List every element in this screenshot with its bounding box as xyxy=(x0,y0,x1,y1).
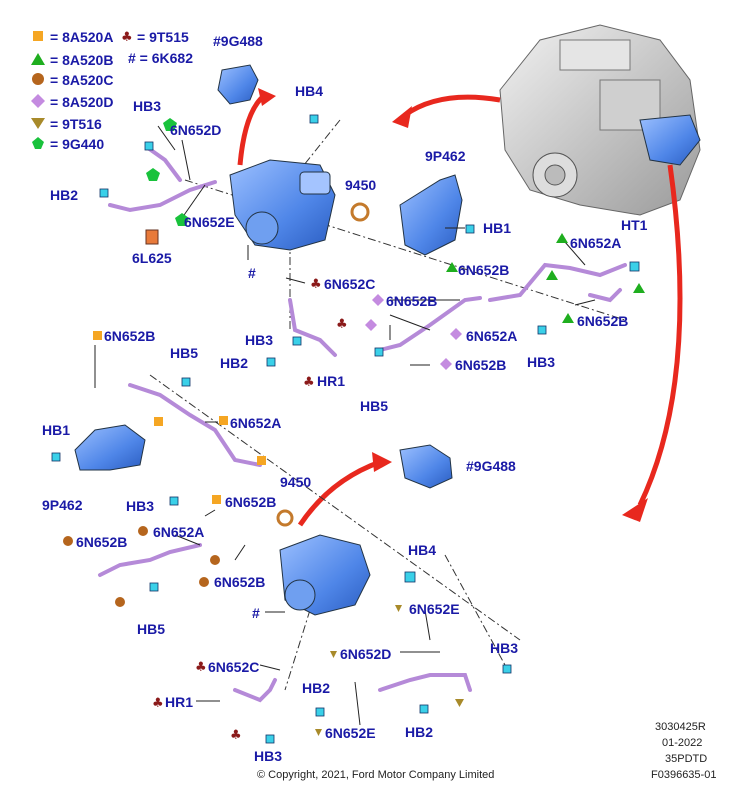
svg-text:♣: ♣ xyxy=(230,728,242,743)
label-hb2-mid: HB2 xyxy=(220,355,249,371)
label-hb1-top: HB1 xyxy=(483,220,512,236)
label-6n652a-b2: 6N652A xyxy=(153,524,205,540)
label-hb4-bottom: HB4 xyxy=(408,542,437,558)
label-hb3-top: HB3 xyxy=(133,98,162,114)
inline-markers: ♣ ♣ ♣ ♣ ♣ ♣ xyxy=(63,118,645,743)
legend-markers: ♣ xyxy=(31,30,133,149)
actuator-bottom xyxy=(399,444,453,489)
label-9g488-top: #9G488 xyxy=(213,33,263,49)
label-6n652b-top: 6N652B xyxy=(458,262,510,278)
callout-lines xyxy=(94,125,596,726)
legend-9g440: = 9G440 xyxy=(50,136,105,152)
svg-text:♣: ♣ xyxy=(310,277,322,292)
label-hb3-bottom: HB3 xyxy=(254,748,283,764)
label-hr1-bottom: HR1 xyxy=(165,694,194,710)
legend-8a520a: = 8A520A xyxy=(50,29,114,45)
label-9p462-bottom: 9P462 xyxy=(42,497,83,513)
label-hb3-mid: HB3 xyxy=(245,332,274,348)
doc-code-1: 3030425R xyxy=(655,721,706,733)
doc-code-2: 01-2022 xyxy=(662,737,703,749)
svg-text:♣: ♣ xyxy=(336,317,348,332)
label-hb3-bottom-right: HB3 xyxy=(490,640,519,656)
legend-9t515: = 9T515 xyxy=(137,29,189,45)
label-9450-bottom: 9450 xyxy=(280,474,312,490)
actuator-top xyxy=(217,64,259,105)
label-hb3-right: HB3 xyxy=(527,354,556,370)
legend-8a520d: = 8A520D xyxy=(50,94,114,110)
label-9450-top: 9450 xyxy=(345,177,377,193)
label-6n652a-right: 6N652A xyxy=(570,235,622,251)
label-hb2-bottom2: HB2 xyxy=(405,724,434,740)
label-ht1: HT1 xyxy=(621,217,648,233)
label-6n652c-top: 6N652C xyxy=(324,276,376,292)
label-6l625: 6L625 xyxy=(132,250,172,266)
label-6n652b-right: 6N652B xyxy=(577,313,629,329)
label-6n652b-b4: 6N652B xyxy=(214,574,266,590)
turbocharger-top xyxy=(229,159,336,251)
label-6n652b-b3: 6N652B xyxy=(76,534,128,550)
label-6n652a-b1: 6N652A xyxy=(230,415,282,431)
label-hash-bottom: # xyxy=(252,605,260,621)
label-9g488-bottom: #9G488 xyxy=(466,458,516,474)
label-hr1-top: HR1 xyxy=(317,373,346,389)
part-6l625 xyxy=(145,229,159,245)
red-arrowheads xyxy=(258,88,648,522)
legend-8a520c: = 8A520C xyxy=(50,72,114,88)
gasket-9450-bottom xyxy=(276,509,294,527)
label-hb3-b1: HB3 xyxy=(126,498,155,514)
label-6n652b-b2: 6N652B xyxy=(225,494,277,510)
engine-illustration xyxy=(499,24,701,216)
label-6n652e-bottom2: 6N652E xyxy=(325,725,376,741)
turbocharger-bottom xyxy=(279,534,371,616)
legend-9t516: = 9T516 xyxy=(50,116,102,132)
label-6n652a-mid: 6N652A xyxy=(466,328,518,344)
svg-text:♣: ♣ xyxy=(152,696,164,711)
label-6n652c-bottom: 6N652C xyxy=(208,659,260,675)
label-6n652b-mid2: 6N652B xyxy=(455,357,507,373)
heat-shield-bottom xyxy=(74,424,146,471)
label-hb5-b2: HB5 xyxy=(137,621,166,637)
gasket-9450-top xyxy=(350,202,370,222)
label-hash-top: # xyxy=(248,265,256,281)
label-9p462-top: 9P462 xyxy=(425,148,466,164)
label-hb4-top: HB4 xyxy=(295,83,324,99)
doc-code-3: 35PDTD xyxy=(665,753,708,765)
label-hb5-top: HB5 xyxy=(360,398,389,414)
svg-text:♣: ♣ xyxy=(195,660,207,675)
svg-text:♣: ♣ xyxy=(303,375,315,390)
heat-shield-top xyxy=(399,174,463,256)
svg-text:♣: ♣ xyxy=(121,30,133,45)
label-6n652e-top: 6N652E xyxy=(184,214,235,230)
copyright-text: © Copyright, 2021, Ford Motor Company Li… xyxy=(257,769,495,781)
label-hb2-top: HB2 xyxy=(50,187,79,203)
label-6n652d-top: 6N652D xyxy=(170,122,222,138)
legend-8a520b: = 8A520B xyxy=(50,52,114,68)
doc-code-4: F0396635-01 xyxy=(651,769,717,781)
label-hb1-bottom: HB1 xyxy=(42,422,71,438)
label-6n652d-bottom: 6N652D xyxy=(340,646,392,662)
label-hb2-bottom: HB2 xyxy=(302,680,331,696)
pipes xyxy=(98,146,627,703)
label-6n652e-bottom: 6N652E xyxy=(409,601,460,617)
label-6n652b-b1: 6N652B xyxy=(104,328,156,344)
fasteners xyxy=(51,114,640,744)
legend-6k682: # = 6K682 xyxy=(128,50,193,66)
label-6n652b-mid: 6N652B xyxy=(386,293,438,309)
label-hb5-b1: HB5 xyxy=(170,345,199,361)
